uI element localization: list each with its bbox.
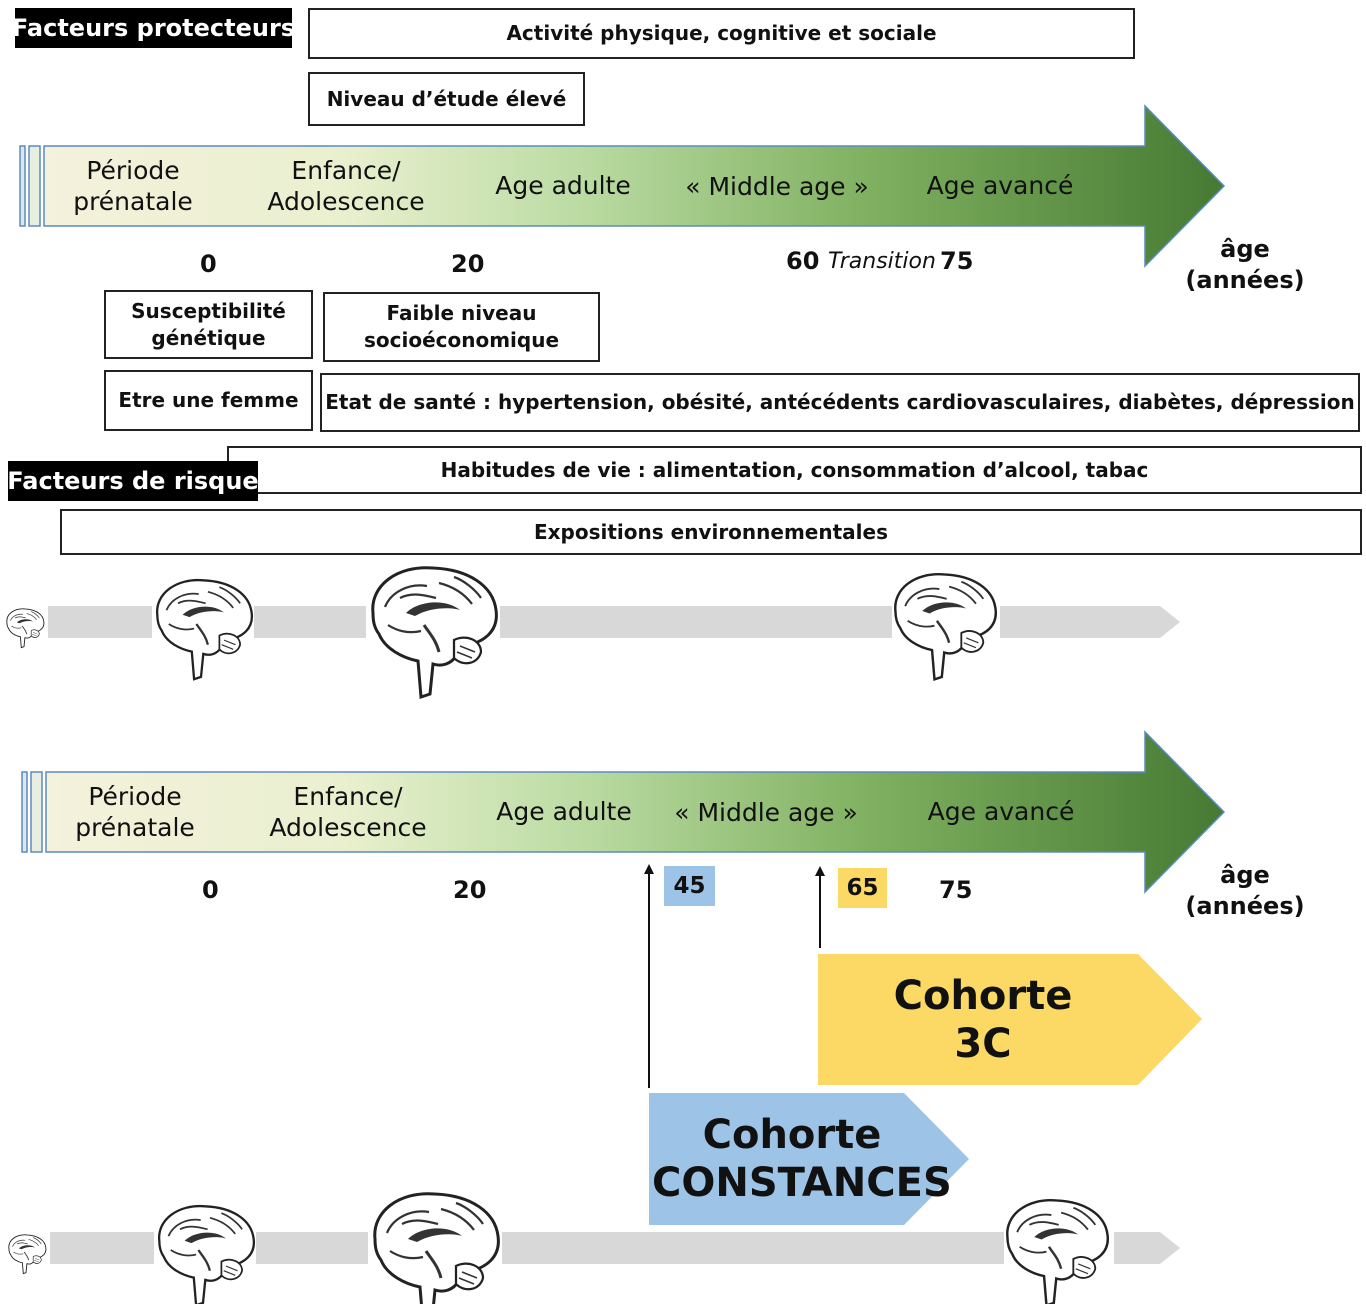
socioeconomic-box: Faible niveau socioéconomique [323, 292, 600, 362]
brain-bar-top [6, 566, 1180, 699]
aged-brain-icon [1006, 1198, 1110, 1304]
stage-childhood: Enfance/ Adolescence [267, 156, 425, 216]
stage-prenatal: Période prénatale [75, 782, 195, 842]
stage-advanced-age: Age avancé [926, 171, 1074, 200]
genetic-box: Susceptibilité génétique [104, 290, 313, 359]
adult-brain-icon [373, 1192, 500, 1304]
tick-75-top: 75 [940, 247, 974, 275]
marker-45-line [644, 864, 654, 1088]
education-box: Niveau d’étude élevé [308, 72, 585, 126]
tick-0-top: 0 [200, 250, 217, 278]
brain-bar-bottom [8, 1192, 1180, 1304]
transition-label: Transition [828, 249, 936, 274]
cohort-3c-label: Cohorte 3C [893, 973, 1073, 1067]
risk-factors-title: Facteurs de risque [7, 461, 259, 501]
stage-adult: Age adulte [495, 171, 631, 200]
tick-60-top: 60 [786, 247, 820, 275]
fetal-brain-icon [8, 1234, 47, 1275]
tick-0-bottom: 0 [202, 876, 219, 904]
cohort-3c-arrow [818, 954, 1202, 1085]
child-brain-icon [157, 1204, 256, 1304]
axis-unit-bottom: âge (années) [1185, 861, 1305, 920]
fetal-brain-icon [6, 608, 45, 649]
tick-75-bottom: 75 [939, 876, 973, 904]
badge-45: 45 [664, 866, 715, 906]
age-arrow-top [19, 104, 1226, 268]
marker-65-line [815, 866, 825, 948]
lifestyle-box: Habitudes de vie : alimentation, consomm… [227, 446, 1362, 494]
axis-unit-top: âge (années) [1185, 235, 1305, 294]
stage-middle-age: « Middle age » [674, 798, 858, 827]
stage-adult: Age adulte [496, 797, 632, 826]
stage-prenatal: Période prénatale [73, 156, 193, 216]
cohort-constances-arrow [649, 1093, 969, 1225]
protective-factors-title: Facteurs protecteurs [12, 8, 295, 48]
activity-box: Activité physique, cognitive et sociale [308, 8, 1135, 59]
health-box: Etat de santé : hypertension, obésité, a… [320, 373, 1360, 432]
tick-20-top: 20 [451, 250, 485, 278]
stage-childhood: Enfance/ Adolescence [269, 782, 427, 842]
environment-box: Expositions environnementales [60, 509, 1362, 555]
woman-box: Etre une femme [104, 370, 313, 431]
stage-advanced-age: Age avancé [927, 797, 1075, 826]
child-brain-icon [155, 578, 254, 681]
age-arrow-bottom [21, 730, 1226, 894]
cohort-constances-label: Cohorte CONSTANCES [652, 1112, 952, 1206]
aged-brain-icon [894, 572, 998, 681]
adult-brain-icon [371, 566, 498, 699]
tick-20-bottom: 20 [453, 876, 487, 904]
badge-65: 65 [838, 868, 887, 908]
stage-middle-age: « Middle age » [685, 172, 869, 201]
